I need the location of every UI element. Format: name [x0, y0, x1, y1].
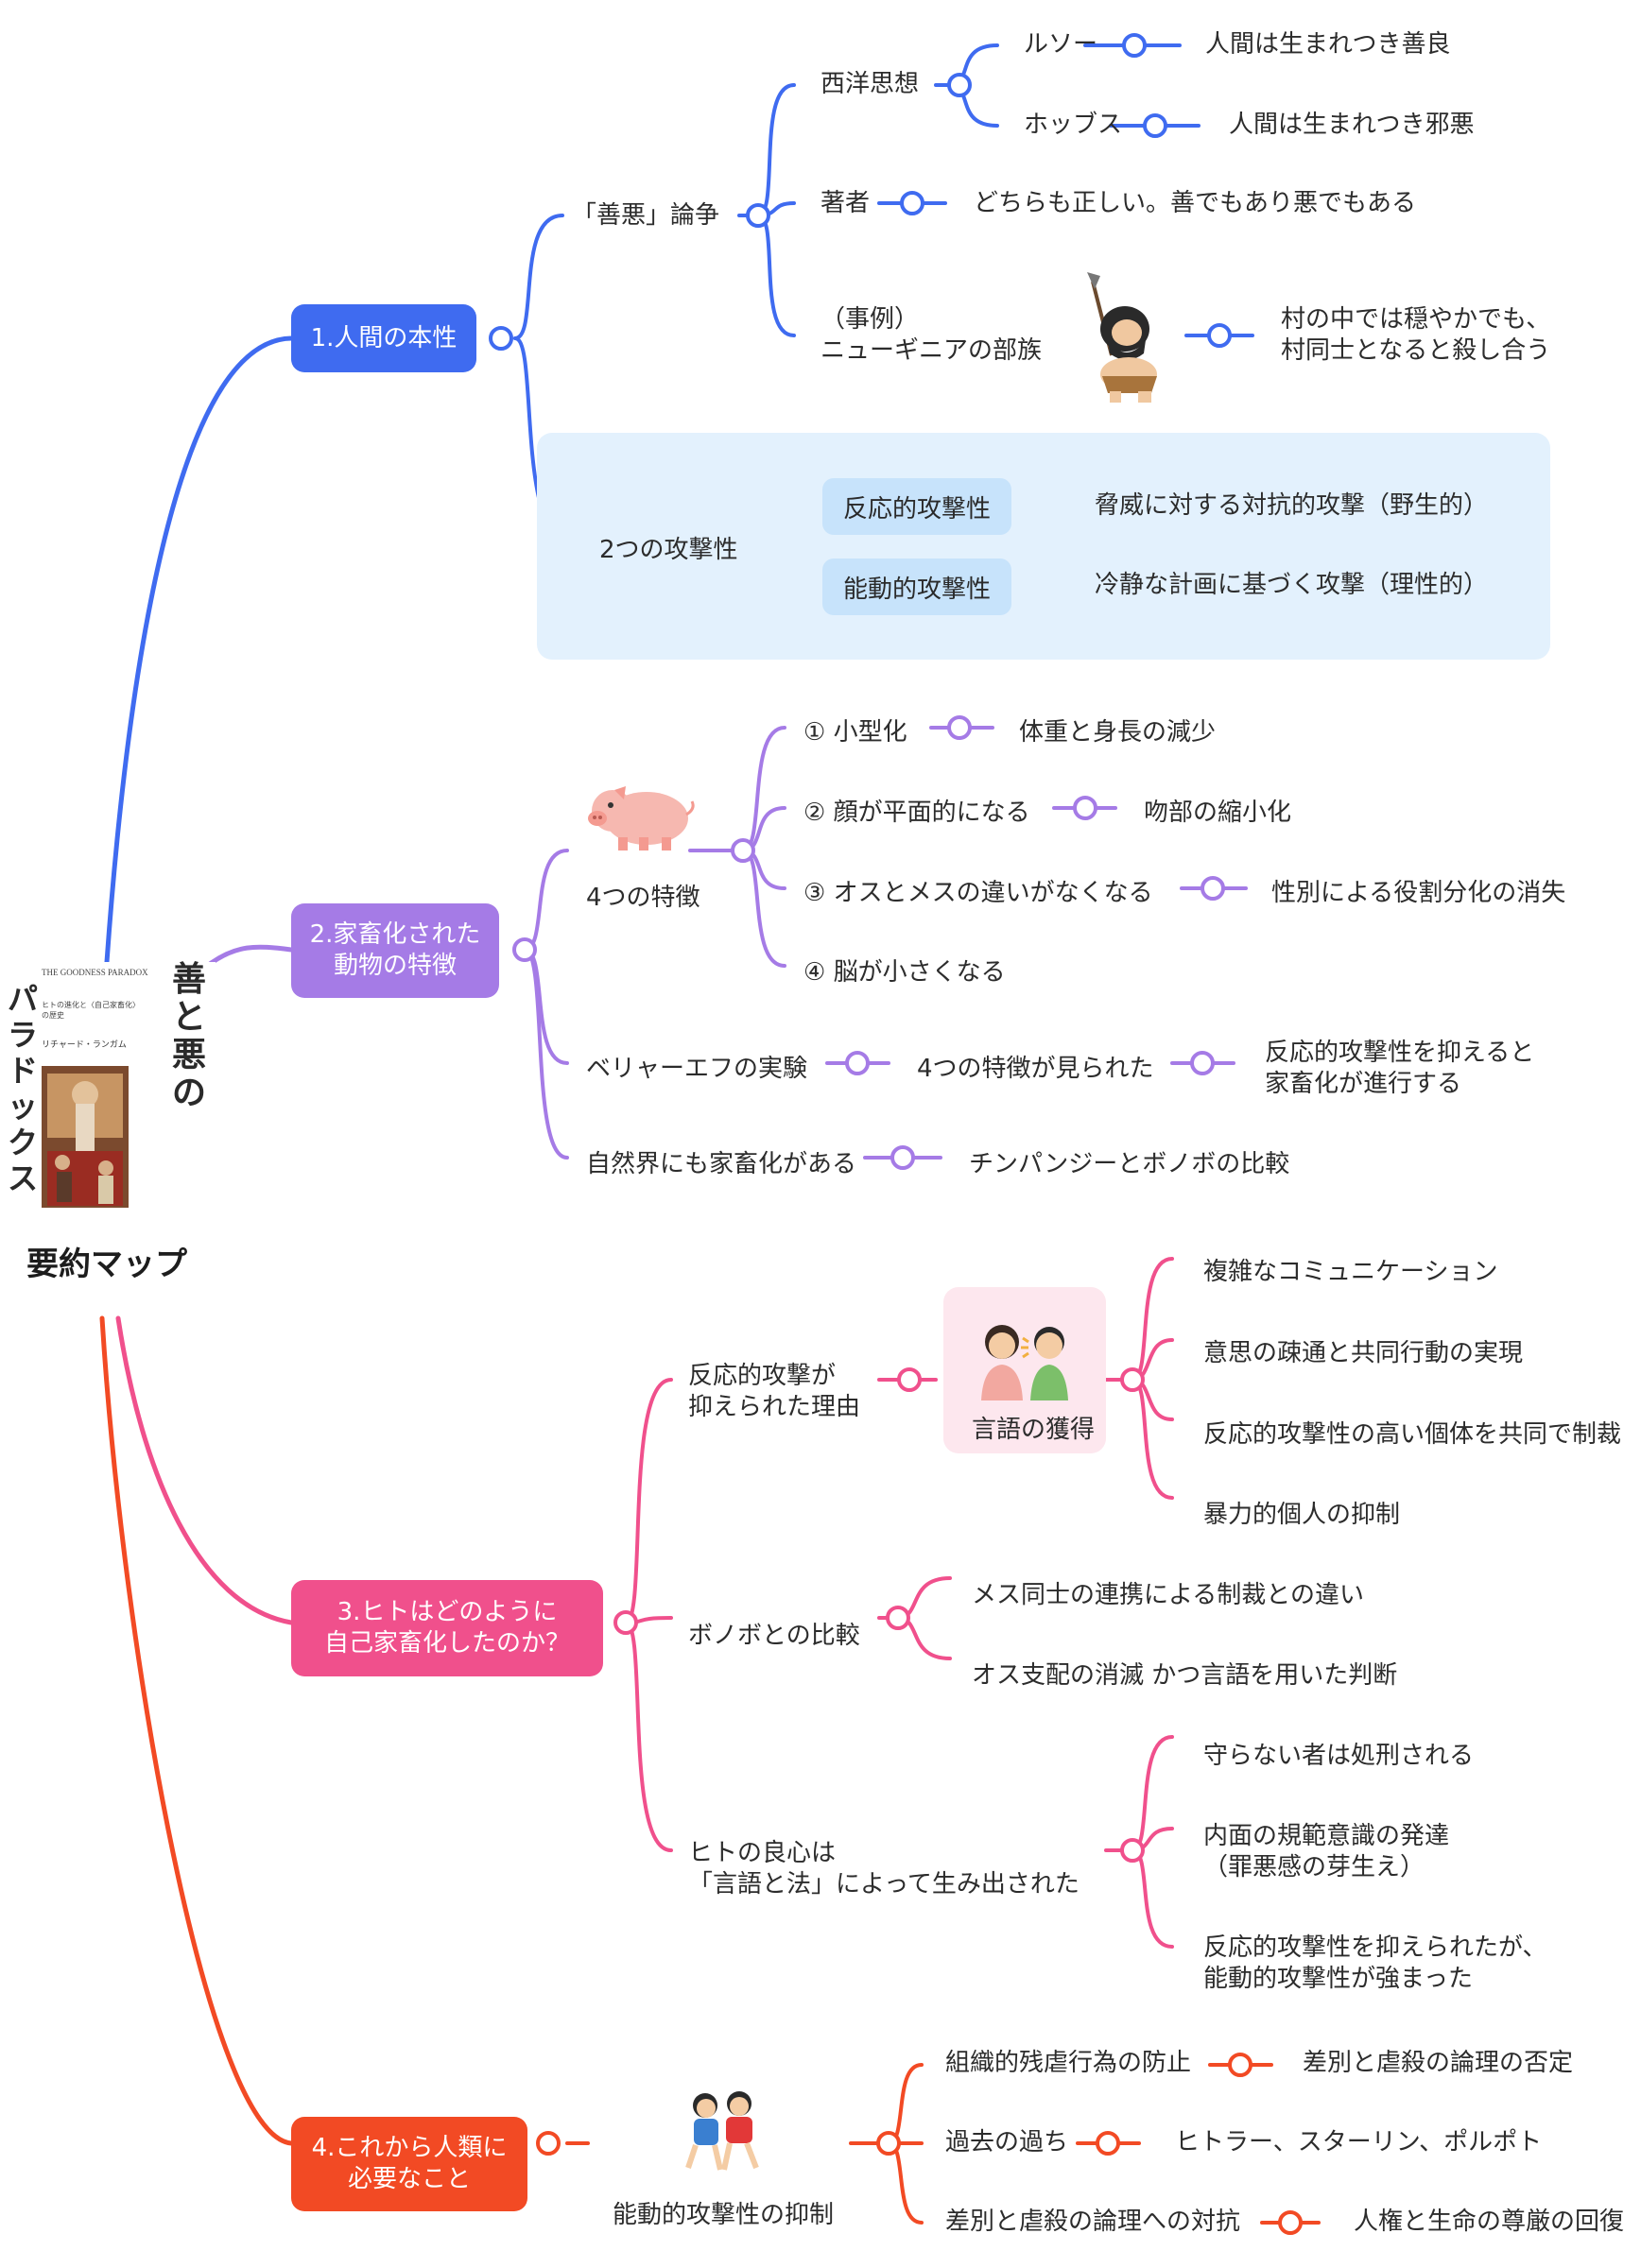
- reactive-aggression-note[interactable]: 脅威に対する対抗的攻撃（野生的）: [1095, 491, 1489, 520]
- prevent-atrocity[interactable]: 組織的残虐行為の防止: [945, 2049, 1192, 2077]
- pig-icon: [586, 777, 700, 856]
- book-cover: THE GOODNESS PARADOX ヒトの進化と〈自己家畜化〉の歴史 リチ…: [6, 959, 216, 1212]
- new-guinea-example[interactable]: （事例） ニューギニアの部族: [820, 305, 1043, 365]
- feature-3[interactable]: ③ オスとメスの違いがなくなる: [803, 879, 1153, 907]
- belyaev-experiment[interactable]: ベリャーエフの実験: [586, 1055, 808, 1083]
- rousseau-note[interactable]: 人間は生まれつき善良: [1205, 30, 1451, 59]
- map-title: 要約マップ: [26, 1246, 187, 1283]
- pig-illustration: [588, 786, 695, 850]
- bonobo-point-2[interactable]: オス支配の消滅 かつ言語を用いた判断: [972, 1661, 1398, 1690]
- belyaev-result[interactable]: 4つの特徴が見られた: [917, 1055, 1154, 1083]
- book-subtitle: ヒトの進化と〈自己家畜化〉の歴史: [42, 1001, 136, 1020]
- talking-people-illustration: [981, 1325, 1068, 1400]
- chimp-bonobo-comparison[interactable]: チンパンジーとボノボの比較: [969, 1150, 1290, 1178]
- section-1-human-nature[interactable]: 1.人間の本性: [291, 304, 476, 372]
- two-aggressions[interactable]: 2つの攻撃性: [599, 536, 738, 564]
- running-kids-icon: [681, 2088, 766, 2187]
- book-english-title: THE GOODNESS PARADOX: [42, 968, 148, 977]
- belyaev-note[interactable]: 反応的攻撃性を抑えると 家畜化が進行する: [1265, 1039, 1535, 1098]
- past-mistakes-note[interactable]: ヒトラー、スターリン、ポルポト: [1175, 2128, 1543, 2156]
- book-author: リチャード・ランガム: [42, 1040, 127, 1050]
- rousseau[interactable]: ルソー: [1024, 30, 1098, 59]
- conscience-point-1[interactable]: 守らない者は処刑される: [1203, 1742, 1475, 1770]
- feature-1[interactable]: ① 小型化: [803, 718, 907, 747]
- author-view[interactable]: 著者: [820, 189, 871, 217]
- book-cover-art: [6, 962, 216, 1212]
- proactive-aggression-note[interactable]: 冷静な計画に基づく攻撃（理性的）: [1095, 571, 1489, 599]
- author-view-note[interactable]: どちらも正しい。善でもあり悪でもある: [974, 189, 1417, 217]
- language-point-4[interactable]: 暴力的個人の抑制: [1203, 1501, 1401, 1529]
- feature-2[interactable]: ② 顔が平面的になる: [803, 799, 1030, 827]
- zen-aku-debate[interactable]: 「善悪」論争: [572, 201, 720, 230]
- section-2-domesticated-animals[interactable]: 2.家畜化された 動物の特徴: [291, 903, 499, 998]
- hobbes-note[interactable]: 人間は生まれつき邪悪: [1229, 111, 1475, 139]
- reason-reactive-suppressed[interactable]: 反応的攻撃が 抑えられた理由: [688, 1362, 861, 1421]
- suppress-proactive[interactable]: 能動的攻撃性の抑制: [613, 2201, 835, 2229]
- bonobo-point-1[interactable]: メス同士の連携による制裁との違い: [972, 1581, 1364, 1609]
- book-title-part1: 善と悪の: [172, 959, 207, 1112]
- talking-people-icon: [974, 1314, 1078, 1404]
- language-point-1[interactable]: 複雑なコミュニケーション: [1203, 1258, 1498, 1286]
- section-4-what-humanity-needs[interactable]: 4.これから人類に 必要なこと: [291, 2117, 527, 2211]
- counter-discrimination-note[interactable]: 人権と生命の尊厳の回復: [1354, 2208, 1625, 2236]
- running-kids-illustration: [685, 2091, 759, 2171]
- proactive-aggression[interactable]: 能動的攻撃性: [822, 558, 1011, 615]
- aggression-panel: [537, 433, 1550, 660]
- bonobo-comparison[interactable]: ボノボとの比較: [688, 1622, 860, 1650]
- feature-4[interactable]: ④ 脳が小さくなる: [803, 958, 1006, 987]
- reactive-aggression-label: 反応的攻撃性: [842, 494, 991, 524]
- hobbes[interactable]: ホッブス: [1024, 111, 1123, 139]
- feature-2-note[interactable]: 吻部の縮小化: [1144, 799, 1292, 827]
- feature-3-note[interactable]: 性別による役割分化の消失: [1271, 879, 1566, 907]
- conscience-point-2[interactable]: 内面の規範意識の発達 （罪悪感の芽生え）: [1203, 1822, 1450, 1881]
- book-title-part2: パラドックス: [8, 981, 39, 1196]
- language-point-3[interactable]: 反応的攻撃性の高い個体を共同で制裁: [1203, 1420, 1622, 1449]
- caveman-icon: [1066, 272, 1180, 408]
- prevent-atrocity-note[interactable]: 差別と虐殺の論理の否定: [1303, 2049, 1574, 2077]
- conscience-point-3[interactable]: 反応的攻撃性を抑えられたが、 能動的攻撃性が強まった: [1203, 1933, 1547, 1993]
- language-panel: [943, 1287, 1106, 1453]
- four-features[interactable]: 4つの特徴: [586, 884, 700, 912]
- proactive-aggression-label: 能動的攻撃性: [842, 575, 991, 604]
- feature-1-note[interactable]: 体重と身長の減少: [1019, 718, 1217, 747]
- counter-discrimination[interactable]: 差別と虐殺の論理への対抗: [945, 2208, 1241, 2236]
- caveman-illustration: [1087, 272, 1157, 403]
- language-point-2[interactable]: 意思の疎通と共同行動の実現: [1203, 1339, 1524, 1367]
- reactive-aggression[interactable]: 反応的攻撃性: [822, 478, 1011, 535]
- past-mistakes[interactable]: 過去の過ち: [945, 2128, 1069, 2156]
- western-thought[interactable]: 西洋思想: [820, 70, 920, 98]
- domestication-in-nature[interactable]: 自然界にも家畜化がある: [586, 1150, 857, 1178]
- conscience-origin[interactable]: ヒトの良心は 「言語と法」によって生み出された: [688, 1839, 1080, 1899]
- language-acquisition[interactable]: 言語の獲得: [972, 1416, 1096, 1444]
- new-guinea-note[interactable]: 村の中では穏やかでも、 村同士となると殺し合う: [1281, 305, 1551, 365]
- section-3-self-domestication[interactable]: 3.ヒトはどのように 自己家畜化したのか？: [291, 1580, 603, 1676]
